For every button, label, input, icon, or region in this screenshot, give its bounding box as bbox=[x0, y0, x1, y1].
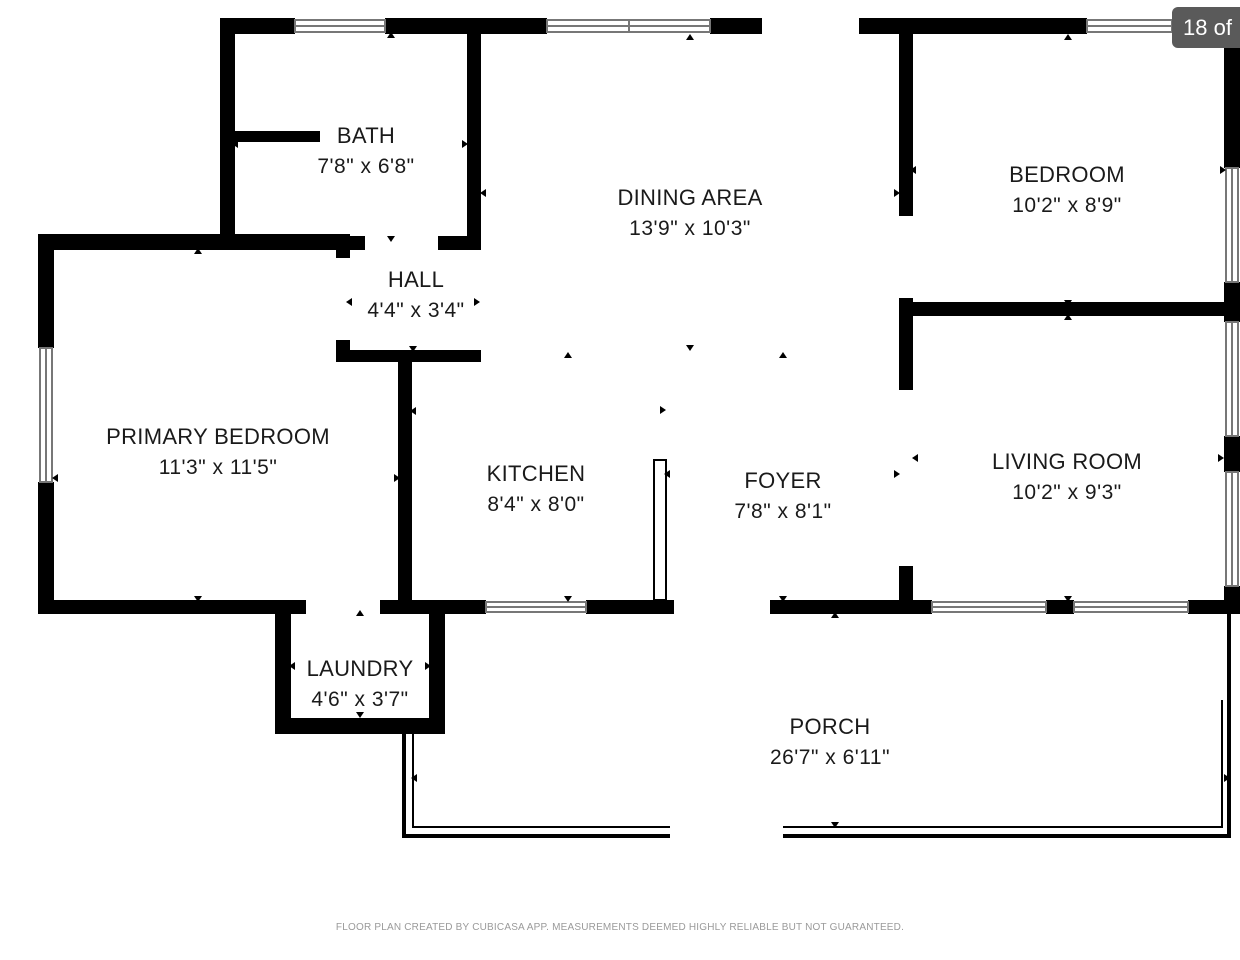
windows bbox=[39, 19, 1239, 613]
room-dims-bath: 7'8" x 6'8" bbox=[317, 155, 414, 178]
room-dims-living-room: 10'2" x 9'3" bbox=[1012, 481, 1122, 504]
room-name-dining-area: DINING AREA bbox=[617, 185, 762, 210]
walls bbox=[38, 18, 1240, 734]
room-name-primary-bedroom: PRIMARY BEDROOM bbox=[106, 424, 330, 449]
room-dims-primary-bedroom: 11'3" x 11'5" bbox=[159, 456, 278, 479]
room-primary-bedroom: PRIMARY BEDROOM 11'3" x 11'5" bbox=[106, 424, 330, 479]
room-living-room: LIVING ROOM 10'2" x 9'3" bbox=[992, 449, 1142, 504]
room-name-bath: BATH bbox=[337, 123, 395, 148]
room-dining-area: DINING AREA 13'9" x 10'3" bbox=[617, 185, 762, 240]
room-dims-dining-area: 13'9" x 10'3" bbox=[629, 217, 751, 240]
room-bath: BATH 7'8" x 6'8" bbox=[317, 123, 414, 178]
page-counter-badge: 18 of bbox=[1172, 7, 1240, 48]
room-dims-hall: 4'4" x 3'4" bbox=[367, 299, 464, 322]
room-dims-laundry: 4'6" x 3'7" bbox=[311, 688, 408, 711]
room-porch: PORCH 26'7" x 6'11" bbox=[770, 714, 890, 769]
room-dims-porch: 26'7" x 6'11" bbox=[770, 746, 890, 769]
room-name-kitchen: KITCHEN bbox=[487, 461, 586, 486]
dimension-markers bbox=[52, 32, 1230, 828]
room-name-laundry: LAUNDRY bbox=[307, 656, 414, 681]
room-name-hall: HALL bbox=[388, 267, 444, 292]
room-laundry: LAUNDRY 4'6" x 3'7" bbox=[307, 656, 414, 711]
room-name-foyer: FOYER bbox=[744, 468, 821, 493]
room-hall: HALL 4'4" x 3'4" bbox=[367, 267, 464, 322]
room-foyer: FOYER 7'8" x 8'1" bbox=[734, 468, 831, 523]
room-dims-kitchen: 8'4" x 8'0" bbox=[487, 493, 584, 516]
room-bedroom: BEDROOM 10'2" x 8'9" bbox=[1009, 162, 1125, 217]
room-name-porch: PORCH bbox=[790, 714, 871, 739]
porch-outline bbox=[402, 614, 1231, 838]
room-dims-bedroom: 10'2" x 8'9" bbox=[1012, 194, 1122, 217]
room-dims-foyer: 7'8" x 8'1" bbox=[734, 500, 831, 523]
room-name-bedroom: BEDROOM bbox=[1009, 162, 1125, 187]
room-name-living-room: LIVING ROOM bbox=[992, 449, 1142, 474]
disclaimer-footer: FLOOR PLAN CREATED BY CUBICASA APP. MEAS… bbox=[335, 922, 905, 933]
room-kitchen: KITCHEN 8'4" x 8'0" bbox=[487, 461, 586, 516]
